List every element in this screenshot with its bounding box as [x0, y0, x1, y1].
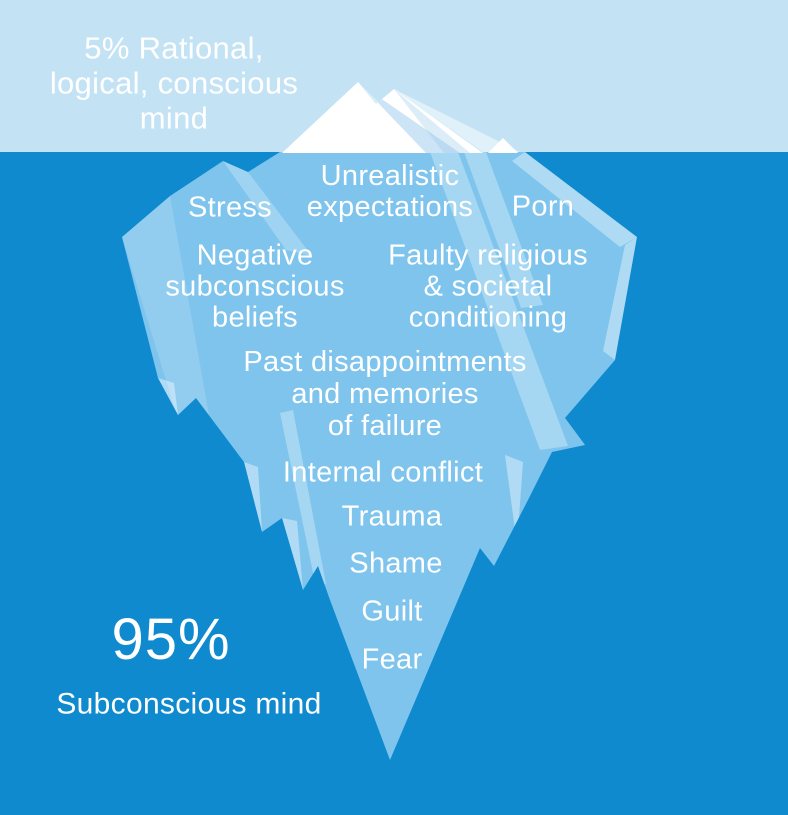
subconscious-percent: 95% [111, 607, 231, 672]
conscious-mind-label: 5% Rational, logical, conscious mind [49, 30, 299, 136]
label-stress: Stress [188, 191, 272, 224]
subconscious-mind-label: Subconscious mind [56, 687, 322, 721]
facet-streak-icon [464, 152, 543, 308]
facet-streak-icon [394, 89, 520, 152]
label-shame: Shame [349, 547, 443, 580]
facet-spike-icon [244, 462, 262, 532]
facet-edge-icon [603, 237, 637, 360]
facet-tint-icon [394, 89, 470, 153]
tip-facets [360, 84, 470, 153]
facet-edge-icon [512, 152, 637, 247]
facet-streak-icon [280, 410, 326, 587]
iceberg-facets [122, 152, 637, 590]
label-porn: Porn [511, 190, 575, 223]
label-unrealistic-expectations: Unrealistic expectations [306, 160, 474, 223]
iceberg-tip [282, 82, 483, 153]
facet-wedge-icon [122, 196, 214, 443]
facet-ridge-icon [223, 161, 312, 256]
facet-spike-icon [158, 378, 178, 415]
facet-spike-icon [565, 418, 585, 445]
label-faulty-conditioning: Faulty religious & societal conditioning [388, 239, 588, 334]
label-guilt: Guilt [361, 595, 423, 628]
label-past-disappointments: Past disappointments and memories of fai… [243, 346, 527, 442]
iceberg-underwater-body [122, 152, 637, 760]
label-negative-subconscious-beliefs: Negative subconscious beliefs [165, 239, 345, 334]
label-trauma: Trauma [341, 500, 443, 533]
facet-streak-icon [430, 152, 568, 450]
facet-spike-icon [282, 518, 303, 590]
label-internal-conflict: Internal conflict [282, 456, 484, 489]
iceberg-small-peak [488, 138, 518, 153]
facet-tint-icon [360, 84, 460, 153]
label-fear: Fear [361, 643, 423, 676]
